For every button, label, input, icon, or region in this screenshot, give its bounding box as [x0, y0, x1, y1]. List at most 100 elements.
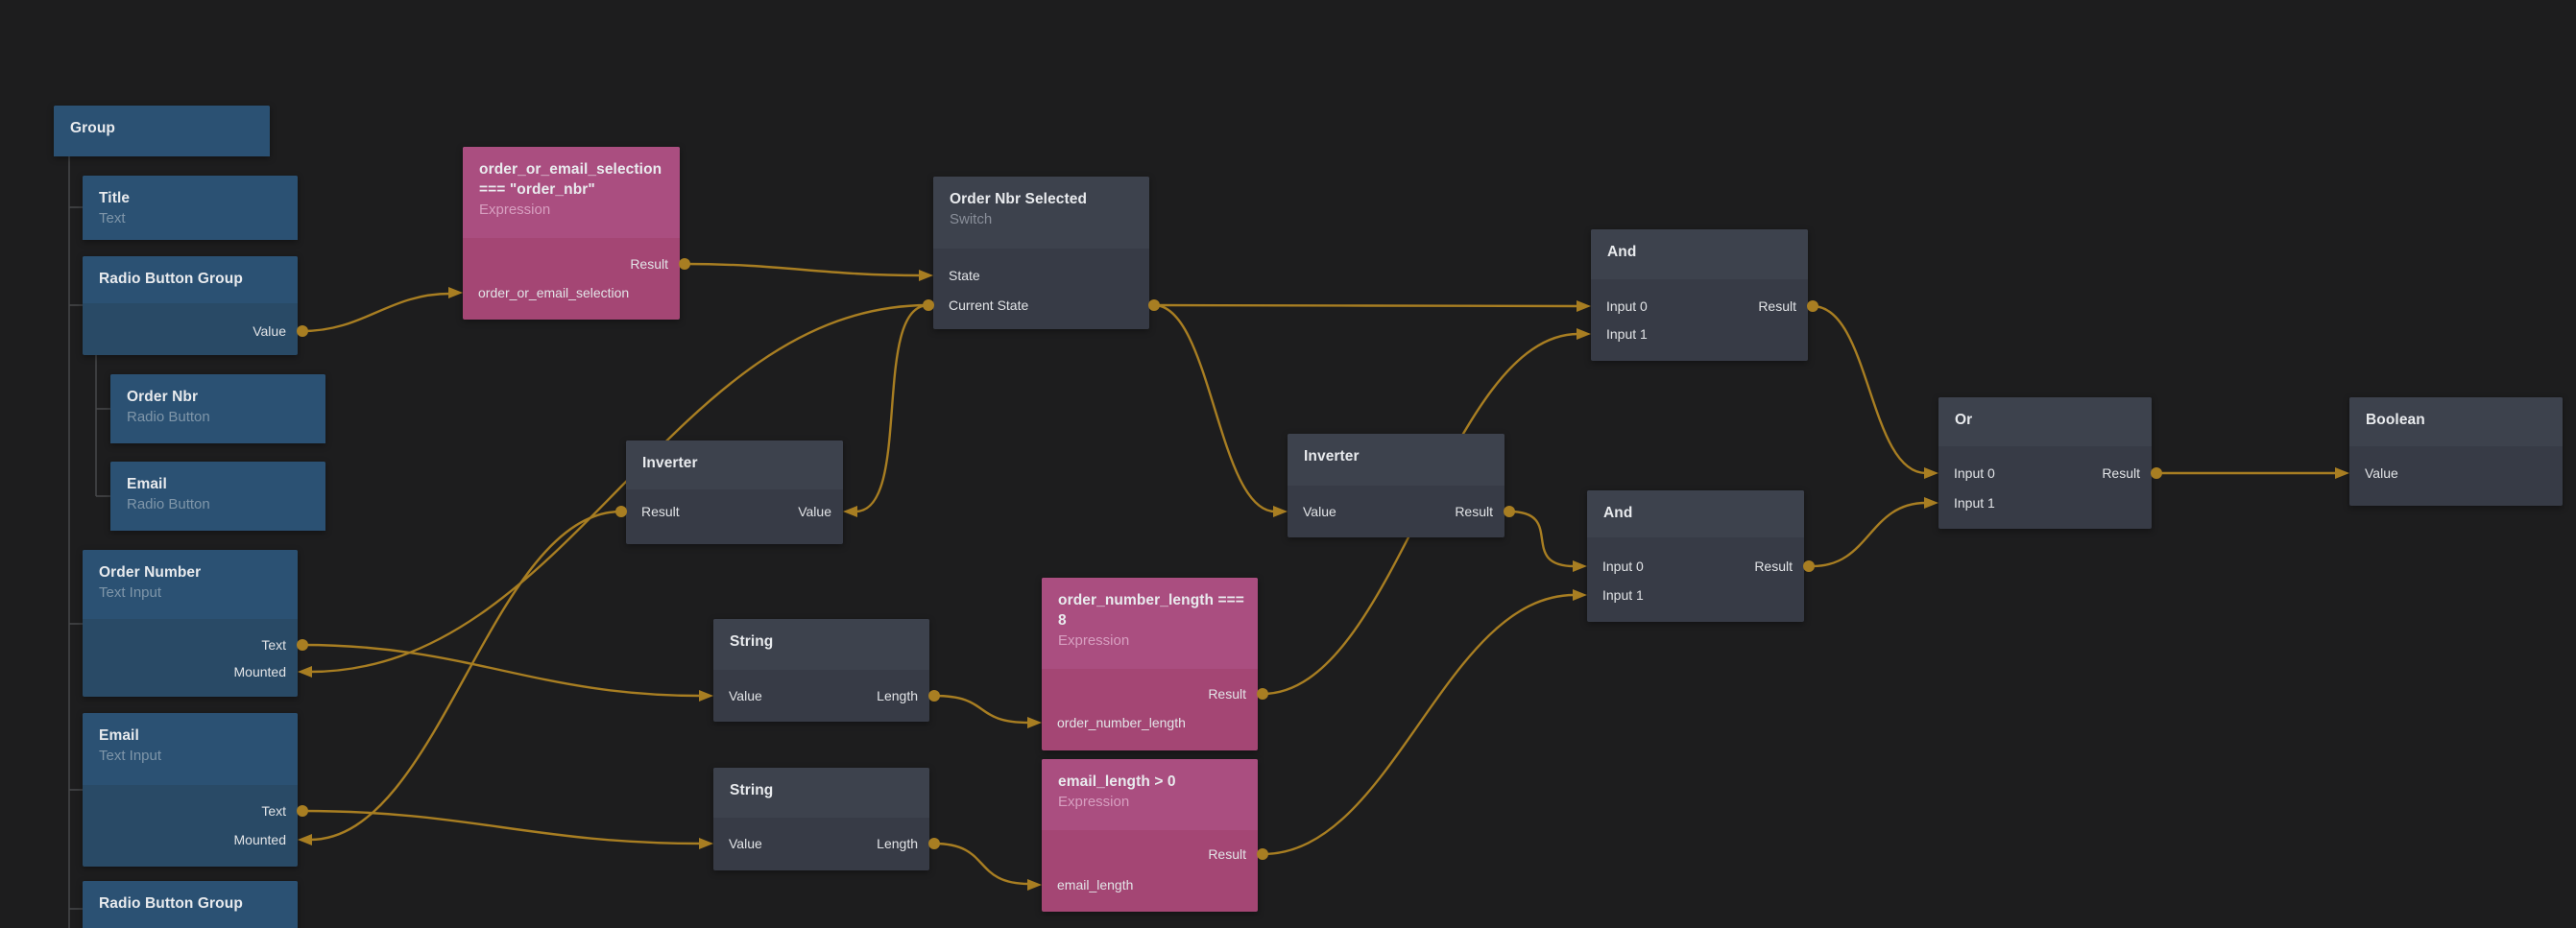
wire[interactable]: [301, 809, 702, 845]
port-in-arrow-boolean-value[interactable]: [2335, 467, 2349, 479]
wire[interactable]: [684, 262, 922, 277]
port-label-value: Value: [253, 323, 286, 339]
port-label-value: Value: [798, 504, 831, 519]
node-header: Radio Button Group: [83, 256, 298, 303]
port-in-arrow-inverter-right-value[interactable]: [1273, 506, 1288, 517]
port-in-arrow-expr-order-number-length-order-number-length[interactable]: [1027, 717, 1042, 728]
node-title: String: [730, 633, 774, 650]
port-out-dot-order-nbr-selected-switch-current-state[interactable]: [1148, 299, 1160, 311]
port-in-arrow-expr-order-or-email-order-or-email-selection[interactable]: [448, 287, 463, 298]
node-title: And: [1607, 244, 1637, 260]
port-out-dot-expr-order-or-email-result[interactable]: [679, 258, 690, 270]
port-label-length: Length: [877, 688, 918, 703]
port-out-dot-expr-order-number-length-result[interactable]: [1257, 688, 1268, 700]
port-in-arrow-string-2-value[interactable]: [699, 838, 713, 849]
port-in-arrow-inverter-left-value[interactable]: [843, 506, 857, 517]
wire[interactable]: [1153, 303, 1579, 308]
port-label-result: Result: [1758, 298, 1796, 314]
port-in-arrow-expr-email-length-email-length[interactable]: [1027, 879, 1042, 891]
port-label-value: Value: [729, 688, 762, 703]
node-title: And: [1603, 505, 1633, 521]
wire[interactable]: [933, 842, 1030, 886]
node-title: Title: [99, 190, 131, 206]
wire[interactable]: [1153, 303, 1276, 513]
port-in-arrow-and-top-input-0[interactable]: [1577, 300, 1591, 312]
node-title: Order Nbr: [127, 389, 199, 405]
wire[interactable]: [1812, 304, 1927, 475]
node-radio-button-group-2[interactable]: Radio Button Group: [83, 881, 298, 928]
port-in-arrow-or-input-0[interactable]: [1924, 467, 1938, 479]
port-in-arrow-or-input-1[interactable]: [1924, 497, 1938, 509]
port-out-dot-radio-button-group-value[interactable]: [297, 325, 308, 337]
port-in-arrow-and-top-input-1[interactable]: [1577, 328, 1591, 340]
port-out-dot-string-1-length[interactable]: [928, 690, 940, 702]
port-in-arrow-and-bottom-input-1[interactable]: [1573, 589, 1587, 601]
port-out-dot-expr-email-length-result[interactable]: [1257, 848, 1268, 860]
wire[interactable]: [855, 303, 929, 513]
port-out-dot-string-2-length[interactable]: [928, 838, 940, 849]
port-out-dot-or-result[interactable]: [2151, 467, 2162, 479]
port-in-arrow-and-bottom-input-0[interactable]: [1573, 560, 1587, 572]
node-header: String: [713, 768, 929, 818]
port-label-result: Result: [2102, 465, 2140, 481]
port-label-result: Result: [1455, 504, 1493, 519]
wire[interactable]: [301, 643, 702, 698]
port-label-text: Text: [261, 803, 286, 819]
wire[interactable]: [1812, 501, 1927, 568]
port-out-dot-order-nbr-selected-switch-current-state[interactable]: [923, 299, 934, 311]
port-in-arrow-order-number-input-mounted[interactable]: [298, 666, 312, 678]
port-out-dot-inverter-right-result[interactable]: [1504, 506, 1515, 517]
node-group[interactable]: Group: [54, 106, 270, 156]
wire[interactable]: [1508, 510, 1576, 568]
wire[interactable]: [309, 510, 622, 842]
node-header: Radio Button Group: [83, 881, 298, 928]
port-label-input-0: Input 0: [1954, 465, 1995, 481]
port-out-dot-inverter-left-result[interactable]: [615, 506, 627, 517]
port-in-arrow-order-nbr-selected-switch-state[interactable]: [919, 270, 933, 281]
port-out-dot-and-top-result[interactable]: [1807, 300, 1818, 312]
wire[interactable]: [933, 694, 1030, 725]
port-label-result: Result: [1208, 686, 1246, 702]
node-header: String: [713, 619, 929, 670]
node-expr-order-or-email[interactable]: order_or_email_selection === "order_nbr"…: [463, 147, 680, 320]
node-subtitle: Switch: [950, 211, 993, 227]
port-label-input-1: Input 1: [1954, 495, 1995, 511]
port-in-arrow-email-text-input-mounted[interactable]: [298, 834, 312, 845]
wire[interactable]: [309, 303, 929, 674]
port-in-arrow-string-1-value[interactable]: [699, 690, 713, 702]
port-out-dot-and-bottom-result[interactable]: [1803, 560, 1815, 572]
port-label-state: State: [949, 268, 980, 283]
wire[interactable]: [1262, 593, 1576, 856]
port-label-result: Result: [641, 504, 680, 519]
port-label-input-1: Input 1: [1606, 326, 1648, 342]
node-header: Inverter: [626, 440, 843, 489]
node-subtitle: Expression: [479, 202, 551, 218]
port-out-dot-email-text-input-text[interactable]: [297, 805, 308, 817]
port-out-dot-order-number-input-text[interactable]: [297, 639, 308, 651]
port-label-input-0: Input 0: [1602, 559, 1644, 574]
node-title: Email: [99, 727, 139, 744]
wire[interactable]: [301, 292, 451, 333]
node-title: Order Nbr Selected: [950, 191, 1088, 207]
port-label-result: Result: [630, 256, 668, 272]
